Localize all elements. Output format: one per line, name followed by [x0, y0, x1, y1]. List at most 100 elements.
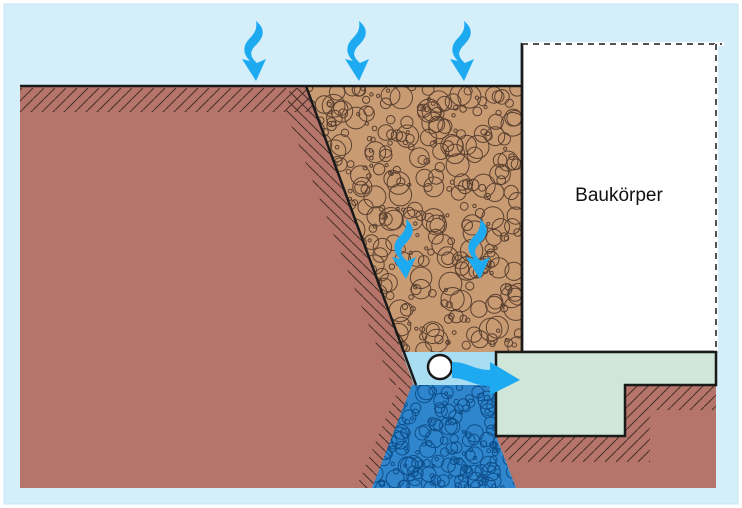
drainage-stone: [466, 398, 476, 408]
gravel-stone: [350, 165, 371, 186]
gravel-stone: [345, 168, 352, 175]
gravel-stone: [472, 106, 483, 117]
gravel-stone: [372, 237, 393, 258]
gravel-stone: [405, 130, 410, 135]
drainage-stone: [411, 457, 424, 470]
drainage-stone: [431, 454, 445, 468]
gravel-stone: [372, 223, 378, 229]
drainage-stone: [437, 479, 446, 488]
gravel-stone: [470, 300, 488, 318]
gravel-stone: [364, 121, 369, 126]
gravel-stone: [370, 136, 376, 143]
gravel-stone: [478, 183, 487, 192]
gravel-stone: [472, 203, 477, 209]
gravel-stone: [440, 299, 449, 308]
gravel-stone: [351, 86, 366, 97]
drainage-stone: [440, 386, 454, 400]
gravel-stone: [493, 246, 498, 250]
gravel-stone: [357, 198, 374, 216]
gravel-stone: [461, 219, 474, 232]
gravel-stone: [417, 255, 430, 267]
gravel-stone: [367, 238, 372, 243]
drainage-stone: [491, 449, 499, 457]
gravel-stone: [491, 218, 511, 237]
drainage-stone: [419, 441, 437, 459]
gravel-stone: [426, 214, 447, 236]
gravel-stone: [486, 333, 498, 345]
gravel-stone: [360, 184, 371, 195]
gravel-stone: [326, 109, 343, 127]
gravel-stone: [427, 90, 450, 113]
gravel-stone: [392, 165, 401, 174]
gravel-stone: [321, 93, 346, 118]
gravel-stone: [354, 180, 369, 195]
gravel-stone: [495, 328, 501, 333]
drainage-stone: [450, 449, 456, 455]
drainage-stone: [427, 417, 437, 427]
gravel-stone: [379, 148, 393, 163]
drainage-stone: [447, 474, 453, 479]
gravel-stone: [413, 221, 418, 226]
gravel-stone: [494, 89, 510, 105]
gravel-stone: [395, 206, 400, 211]
gravel-stone: [428, 228, 444, 245]
drainage-stone: [449, 456, 459, 466]
drainage-stone: [429, 418, 443, 432]
gravel-stone: [451, 113, 456, 118]
gravel-stone: [409, 147, 430, 168]
drainage-stone: [469, 479, 486, 488]
gravel-stone: [428, 116, 451, 140]
drainage-stone: [407, 471, 423, 487]
gravel-stone: [396, 131, 408, 143]
drainage-stone: [482, 385, 487, 388]
gravel-stone: [405, 133, 415, 144]
gravel-stone: [445, 153, 470, 178]
drainage-stone: [449, 434, 459, 444]
gravel-stone: [504, 283, 513, 291]
drainage-stone: [444, 391, 449, 396]
gravel-stone: [474, 95, 480, 100]
gravel-stone: [447, 237, 456, 246]
drainage-stone: [417, 385, 436, 401]
gravel-stone: [408, 294, 414, 300]
drainage-stone: [415, 450, 420, 455]
gravel-stone: [338, 108, 349, 119]
drainage-stone: [390, 461, 395, 467]
gravel-stone: [427, 248, 435, 256]
gravel-stone: [453, 128, 458, 133]
drainage-stone: [410, 416, 415, 421]
drainage-stone: [458, 480, 469, 488]
gravel-stone: [334, 144, 340, 150]
drainage-stone: [466, 464, 482, 481]
gravel-stone: [507, 283, 522, 306]
gravel-stone: [424, 246, 429, 251]
building-label: Baukörper: [575, 185, 663, 206]
gravel-stone: [363, 106, 374, 117]
gravel-stone: [499, 232, 509, 242]
drainage-stone: [461, 429, 466, 434]
gravel-stone: [352, 177, 373, 198]
gravel-stone: [388, 171, 393, 176]
drainage-stone: [464, 431, 472, 439]
gravel-stone: [377, 124, 395, 141]
gravel-stone: [351, 199, 359, 207]
gravel-stone: [424, 212, 434, 223]
gravel-stone: [466, 146, 483, 164]
gravel-stone: [461, 340, 471, 350]
drainage-stone: [457, 398, 471, 412]
gravel-stone: [486, 221, 491, 226]
gravel-stone: [500, 112, 522, 137]
drain-pipe-icon: [426, 353, 454, 381]
gravel-stone: [441, 251, 455, 266]
gravel-stone: [459, 201, 469, 211]
gravel-stone: [415, 341, 433, 352]
drainage-stone: [485, 472, 502, 488]
gravel-stone: [466, 326, 483, 343]
gravel-stone: [456, 129, 466, 140]
gravel-stone: [356, 112, 361, 117]
gravel-stone: [437, 118, 453, 134]
gravel-stone: [344, 86, 361, 97]
excavation-line: [304, 85, 418, 386]
gravel-stone: [362, 95, 371, 104]
gravel-stone: [419, 332, 428, 341]
